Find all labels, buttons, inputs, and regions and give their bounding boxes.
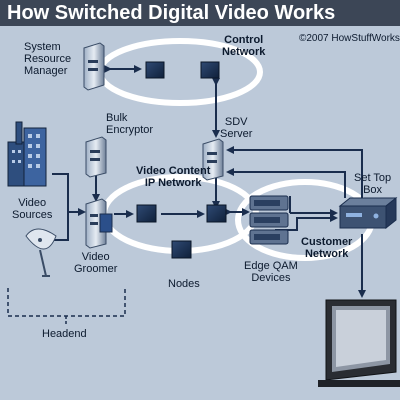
label-set-top-box: Set Top Box [354,172,391,196]
label-line: Video [18,197,47,209]
label-customer-network: Customer Network [301,236,352,260]
satellite-dish [25,228,57,277]
set-top-box-device [338,196,398,230]
label-nodes: Nodes [168,278,200,290]
label-line: Video [81,251,110,263]
label-line: Control [224,34,264,46]
television [318,299,400,387]
label-video-content-ip-network: Video Content IP Network [136,165,210,189]
label-line: Set Top [354,172,392,184]
video-sources-buildings [7,121,47,187]
page-title: How Switched Digital Video Works [7,2,336,24]
label-line: IP Network [144,177,202,189]
label-line: Edge QAM [244,260,298,272]
label-system-resource-manager: System Resource Manager [24,41,71,77]
header-bar: How Switched Digital Video Works [0,0,400,26]
network-node-cubes [136,61,227,259]
label-line: Customer [301,236,353,248]
copyright-text: ©2007 HowStuffWorks [299,33,400,44]
headend-bracket [7,288,126,317]
label-sdv-server: SDV Server [220,116,252,140]
label-line: Box [363,184,383,196]
label-line: Devices [251,272,291,284]
label-line: Groomer [74,263,118,275]
bulk-encryptor-server [85,136,107,178]
system-resource-manager-server [83,42,105,91]
label-video-sources: Video Sources [12,197,52,221]
edge-qam-devices-stack [249,195,289,245]
sdv-server [202,138,224,181]
label-line: Video Content [136,165,211,177]
label-line: Sources [12,209,53,221]
label-video-groomer: Video Groomer [74,251,117,275]
label-line: Encryptor [106,124,154,136]
label-bulk-encryptor: Bulk Encryptor [106,112,153,136]
label-line: Manager [24,65,68,77]
label-line: Bulk [106,112,128,124]
label-headend: Headend [42,328,87,340]
label-line: Network [304,248,349,260]
label-line: Network [222,46,266,58]
video-groomer-server [85,198,113,249]
label-line: SDV [224,116,248,128]
label-line: System [24,41,61,53]
label-edge-qam-devices: Edge QAM Devices [244,260,298,284]
label-control-network: Control Network [222,34,265,58]
connection-arrows [52,65,366,298]
label-line: Server [220,128,253,140]
label-line: Resource [24,53,72,65]
